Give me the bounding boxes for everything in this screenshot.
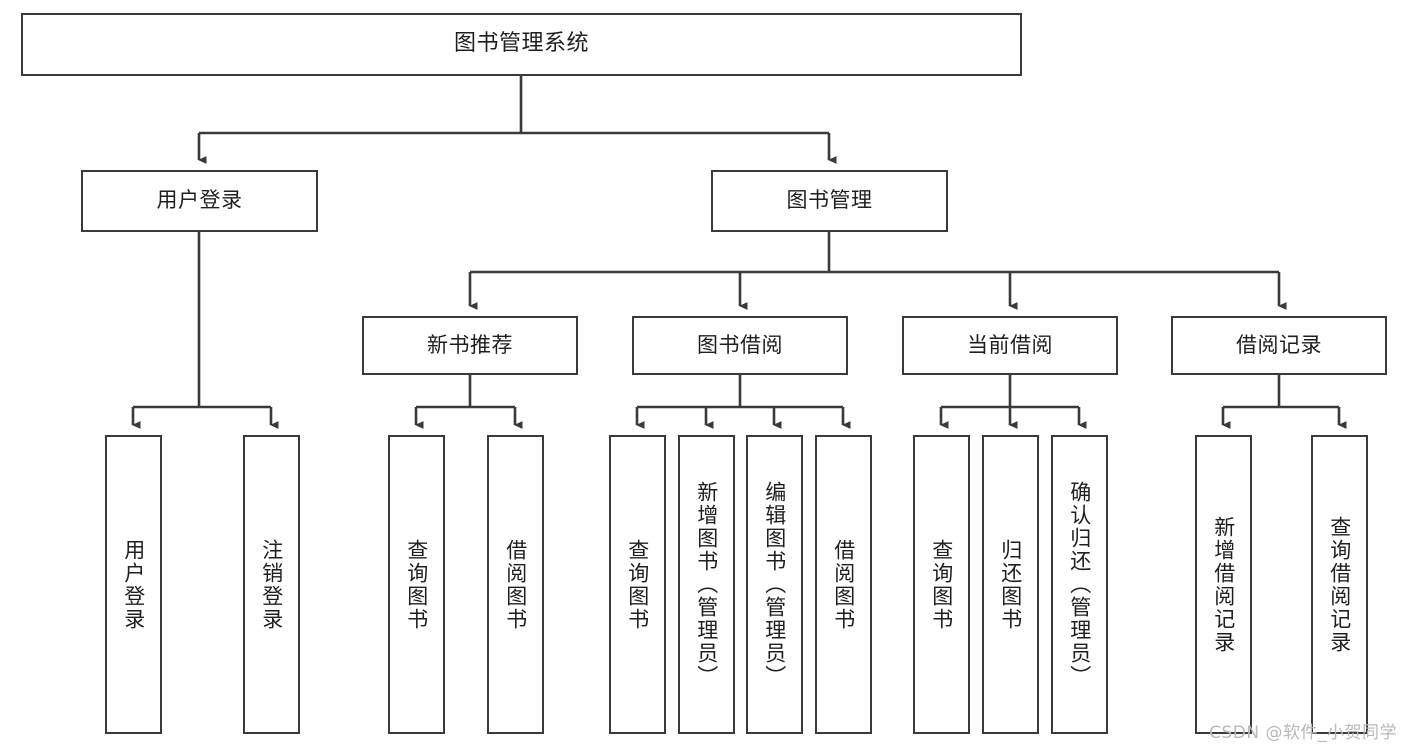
node-label: 用户登录: [156, 188, 243, 213]
node-book-borrow[interactable]: 图书借阅: [632, 316, 848, 375]
node-label: 借阅图书: [831, 538, 856, 631]
node-label: 确认归还（管理员）: [1067, 481, 1092, 688]
node-user-login[interactable]: 用户登录: [81, 170, 318, 232]
node-label: 查询图书: [404, 538, 429, 631]
node-leaf-confirm-return-admin[interactable]: 确认归还（管理员）: [1051, 435, 1108, 734]
node-leaf-query-borrow-record[interactable]: 查询借阅记录: [1311, 435, 1368, 734]
node-leaf-borrow-book-2[interactable]: 借阅图书: [815, 435, 872, 734]
watermark-text: CSDN @软件_小贺同学: [1209, 723, 1397, 743]
node-book-manage[interactable]: 图书管理: [711, 170, 948, 232]
node-label: 图书管理系统: [453, 31, 589, 57]
node-label: 新增图书（管理员）: [694, 481, 719, 688]
node-label: 新书推荐: [427, 332, 513, 357]
node-leaf-query-book-2[interactable]: 查询图书: [609, 435, 666, 734]
node-label: 编辑图书（管理员）: [762, 481, 787, 688]
node-current-borrow[interactable]: 当前借阅: [902, 316, 1118, 375]
node-label: 新增借阅记录: [1211, 515, 1236, 654]
node-label: 借阅图书: [503, 538, 528, 631]
node-root-system[interactable]: 图书管理系统: [21, 13, 1022, 76]
node-new-book-recommend[interactable]: 新书推荐: [362, 316, 578, 375]
node-leaf-query-book-3[interactable]: 查询图书: [913, 435, 970, 734]
node-label: 查询借阅记录: [1327, 515, 1352, 654]
node-leaf-query-book-1[interactable]: 查询图书: [388, 435, 445, 734]
node-label: 查询图书: [625, 538, 650, 631]
node-leaf-add-book-admin[interactable]: 新增图书（管理员）: [678, 435, 735, 734]
node-leaf-edit-book-admin[interactable]: 编辑图书（管理员）: [746, 435, 803, 734]
node-label: 当前借阅: [967, 332, 1053, 357]
node-label: 图书管理: [786, 188, 873, 213]
node-label: 注销登录: [259, 538, 284, 631]
node-borrow-record[interactable]: 借阅记录: [1171, 316, 1387, 375]
node-leaf-return-book[interactable]: 归还图书: [982, 435, 1039, 734]
node-label: 图书借阅: [697, 332, 783, 357]
node-label: 借阅记录: [1236, 332, 1322, 357]
node-leaf-borrow-book-1[interactable]: 借阅图书: [487, 435, 544, 734]
node-label: 查询图书: [929, 538, 954, 631]
node-label: 归还图书: [998, 538, 1023, 631]
node-leaf-logout-login[interactable]: 注销登录: [243, 435, 300, 734]
node-leaf-add-borrow-record[interactable]: 新增借阅记录: [1195, 435, 1252, 734]
node-label: 用户登录: [121, 538, 146, 631]
node-leaf-user-login[interactable]: 用户登录: [105, 435, 162, 734]
